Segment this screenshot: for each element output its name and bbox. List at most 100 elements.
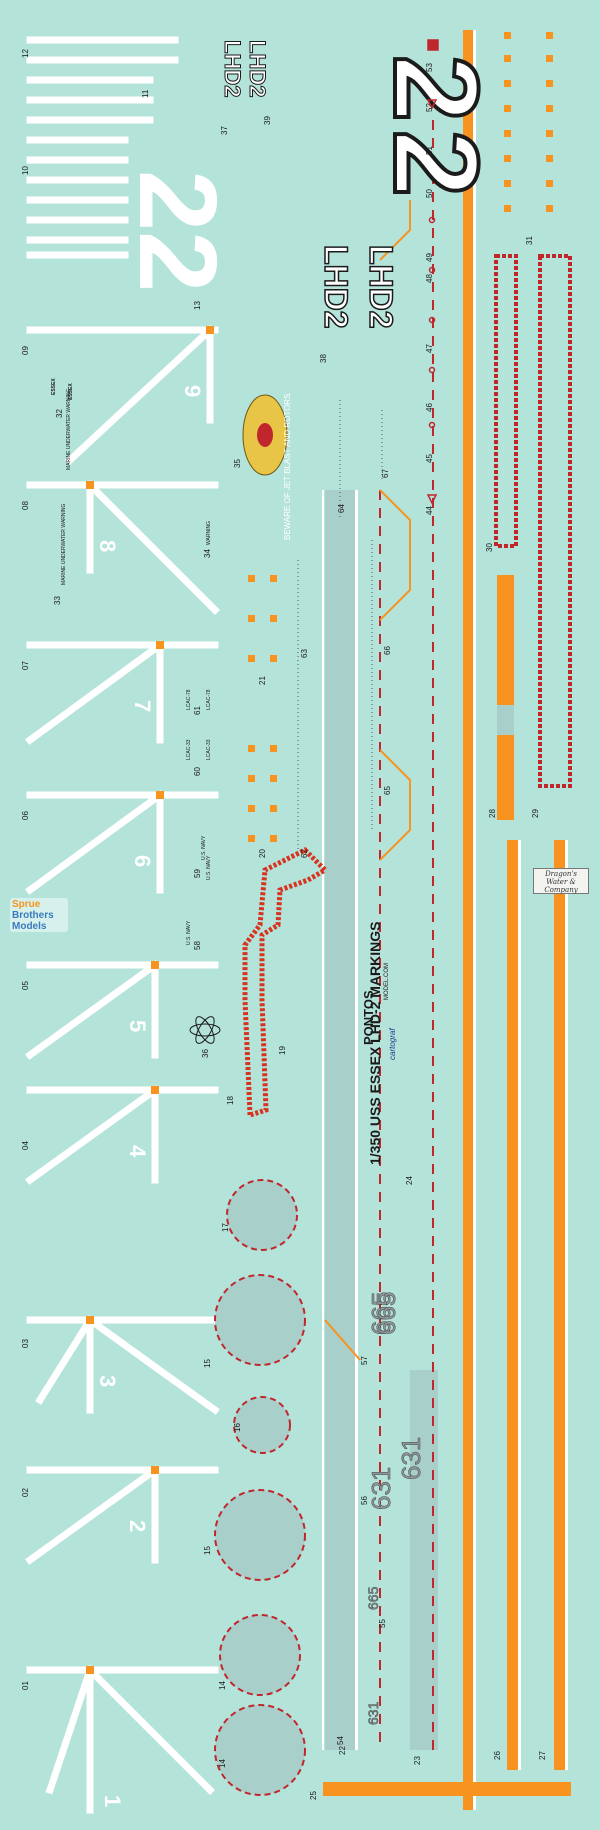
- part-number-55: 55: [378, 1619, 387, 1628]
- part-number-38: 38: [319, 354, 328, 363]
- code-665-b: 665: [371, 1292, 401, 1335]
- deck-lanes: [322, 120, 438, 1750]
- watermark-line-1: Sprue: [12, 899, 41, 910]
- warning-label-b: MARINE UNDERWATER WARNING: [66, 389, 72, 471]
- part-number-59: 59: [193, 869, 202, 878]
- part-number-45: 45: [425, 454, 434, 463]
- tie-down-rows: [297, 400, 383, 850]
- part-number-67: 67: [381, 469, 390, 478]
- spot-label-5: 5: [125, 1020, 150, 1032]
- landing-spot-7: [25, 640, 219, 745]
- part-number-20: 20: [258, 849, 267, 858]
- partner-logo: cartograf: [388, 1028, 397, 1060]
- part-numbers: 10 11 12 13 14 14 15 15 16 17 18 19 20 2…: [21, 49, 547, 1800]
- part-number-54: 54: [336, 1736, 345, 1745]
- zone-label-02: 02: [21, 1488, 30, 1497]
- part-number-14b: 14: [218, 1681, 227, 1690]
- lcac-78-a: LCAC-78: [186, 689, 192, 710]
- part-number-17: 17: [221, 1223, 230, 1232]
- code-631-a: 631: [366, 1467, 396, 1510]
- catwalk-outline: [242, 846, 330, 1119]
- spot-label-8: 8: [95, 540, 120, 552]
- part-number-31: 31: [525, 236, 534, 245]
- stamp: Dragon's Water & Company: [533, 868, 589, 894]
- part-number-33: 33: [53, 596, 62, 605]
- code-631-b: 631: [396, 1437, 426, 1480]
- spot-label-6: 6: [130, 855, 155, 867]
- part-number-29: 29: [531, 809, 540, 818]
- lcac-33-a: LCAC-33: [186, 739, 192, 760]
- lhd-small-a: LHD2: [220, 40, 245, 97]
- part-number-27: 27: [538, 1751, 547, 1760]
- part-number-49: 49: [425, 253, 434, 262]
- part-number-39: 39: [263, 116, 272, 125]
- part-number-23: 23: [413, 1756, 422, 1765]
- landing-spot-1: [26, 1665, 219, 1814]
- zone-label-09: 09: [21, 346, 30, 355]
- part-number-10: 10: [21, 166, 30, 175]
- part-number-28: 28: [488, 809, 497, 818]
- spot-label-4: 4: [125, 1145, 150, 1158]
- atom-emblem: [189, 1016, 221, 1044]
- part-number-12: 12: [21, 49, 30, 58]
- navy-label-b: U.S. NAVY: [206, 855, 212, 880]
- part-number-30: 30: [485, 543, 494, 552]
- part-number-64: 64: [337, 504, 346, 513]
- lhd-large-a: LHD2: [318, 245, 354, 329]
- deck-edge-squares: [504, 32, 553, 212]
- stamp-line-2: Water &: [546, 878, 576, 886]
- warning-small: WARNING: [206, 521, 212, 545]
- hull-number-2-a: 2: [369, 55, 503, 122]
- part-number-46: 46: [425, 403, 434, 412]
- zone-label-06: 06: [21, 811, 30, 820]
- watermark-line-3: Models: [12, 921, 47, 932]
- zone-label-07: 07: [21, 661, 30, 670]
- part-number-63: 63: [300, 649, 309, 658]
- landing-spot-6: [25, 790, 219, 895]
- lighting-squares: [248, 575, 277, 842]
- brand-name: PONTOS: [361, 990, 376, 1045]
- deck-circles: [214, 1179, 306, 1796]
- essex-label-a: ESSEX: [51, 378, 57, 395]
- part-number-34: 34: [203, 549, 212, 558]
- spot-label-9: 9: [180, 385, 205, 397]
- part-number-65: 65: [383, 786, 392, 795]
- spot-label-3: 3: [95, 1375, 120, 1387]
- part-number-62: 62: [300, 849, 309, 858]
- part-number-53: 53: [425, 63, 434, 72]
- stencil-labels: ESSEX ESSEX U.S. NAVY U.S. NAVY U.S. NAV…: [51, 378, 212, 945]
- part-number-58: 58: [193, 941, 202, 950]
- spot-label-7: 7: [130, 700, 155, 712]
- part-number-56: 56: [360, 1496, 369, 1505]
- part-number-24: 24: [405, 1176, 414, 1185]
- lhd-small-b: LHD2: [245, 40, 270, 97]
- lhd-large-b: LHD2: [363, 245, 399, 329]
- part-number-36: 36: [201, 1049, 210, 1058]
- zone-label-03: 03: [21, 1339, 30, 1348]
- part-number-52: 52: [425, 103, 434, 112]
- watermark-line-2: Brothers: [12, 910, 54, 921]
- part-number-37: 37: [220, 126, 229, 135]
- part-number-26: 26: [493, 1751, 502, 1760]
- zone-labels: 01 02 03 04 05 06 07 08 09: [21, 346, 30, 1690]
- hull-number-large: 2 2 22 LHD2 LHD2 LHD2 LHD2: [116, 40, 505, 330]
- code-631-small: 631: [365, 1701, 381, 1725]
- spot-labels: 1 2 3 4 5 6 7 8 9: [95, 385, 205, 1807]
- jet-blast-warning: BEWARE OF JET BLAST AND ROTORS: [283, 394, 292, 540]
- status-markers: [426, 39, 439, 505]
- part-number-13: 13: [193, 301, 202, 310]
- code-665-a: 665: [366, 1292, 396, 1335]
- part-number-15b: 15: [203, 1359, 212, 1368]
- ship-crest: [242, 394, 288, 476]
- part-number-18: 18: [226, 1096, 235, 1105]
- code-665-small: 665: [365, 1586, 381, 1610]
- landing-spot-9: [26, 325, 219, 465]
- spot-label-1: 1: [100, 1795, 125, 1807]
- part-number-57: 57: [360, 1356, 369, 1365]
- part-number-61: 61: [193, 706, 202, 715]
- part-number-48: 48: [425, 274, 434, 283]
- hull-number-2-b: 2: [369, 130, 503, 197]
- part-number-15a: 15: [203, 1546, 212, 1555]
- landing-spot-3: [26, 1315, 220, 1415]
